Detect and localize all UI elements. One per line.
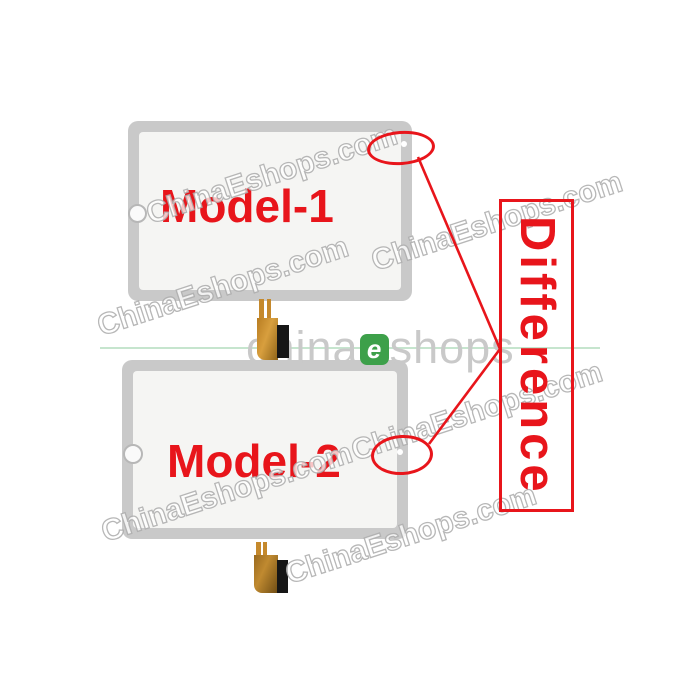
flex-cable-prong bbox=[263, 542, 267, 557]
watermark-logo-letter: e bbox=[366, 334, 382, 364]
flex-cable-connector bbox=[277, 560, 288, 593]
flex-cable-prong bbox=[267, 299, 271, 320]
camera-hole-dot-top bbox=[401, 141, 407, 147]
camera-hole-dot-bottom bbox=[397, 449, 403, 455]
flex-cable-model-1 bbox=[257, 299, 297, 361]
flex-cable-body bbox=[254, 555, 278, 593]
watermark-center-suffix: shops bbox=[389, 322, 515, 373]
watermark-logo-e: e bbox=[359, 333, 389, 365]
flex-cable-prong bbox=[256, 542, 261, 562]
difference-label: Difference bbox=[510, 215, 564, 496]
flex-cable-connector bbox=[277, 325, 289, 358]
touch-panel-model-2: Model-2 bbox=[122, 360, 408, 539]
touch-panel-model-1: Model-1 bbox=[128, 121, 412, 301]
panel-label-model-1: Model-1 bbox=[160, 180, 334, 232]
difference-callout-box: Difference bbox=[499, 199, 574, 512]
watermark-divider-line bbox=[100, 347, 600, 349]
panel-label-model-2: Model-2 bbox=[167, 435, 341, 487]
sensor-hole-circle-top bbox=[128, 204, 147, 223]
touch-panel-model-1-glass bbox=[139, 132, 401, 290]
callout-line-top bbox=[416, 156, 502, 350]
touch-panel-model-2-glass bbox=[133, 371, 397, 528]
flex-cable-model-2 bbox=[254, 542, 294, 594]
flex-cable-prong bbox=[259, 299, 264, 323]
flex-cable-body bbox=[257, 318, 278, 360]
sensor-hole-circle-bottom bbox=[123, 444, 143, 464]
